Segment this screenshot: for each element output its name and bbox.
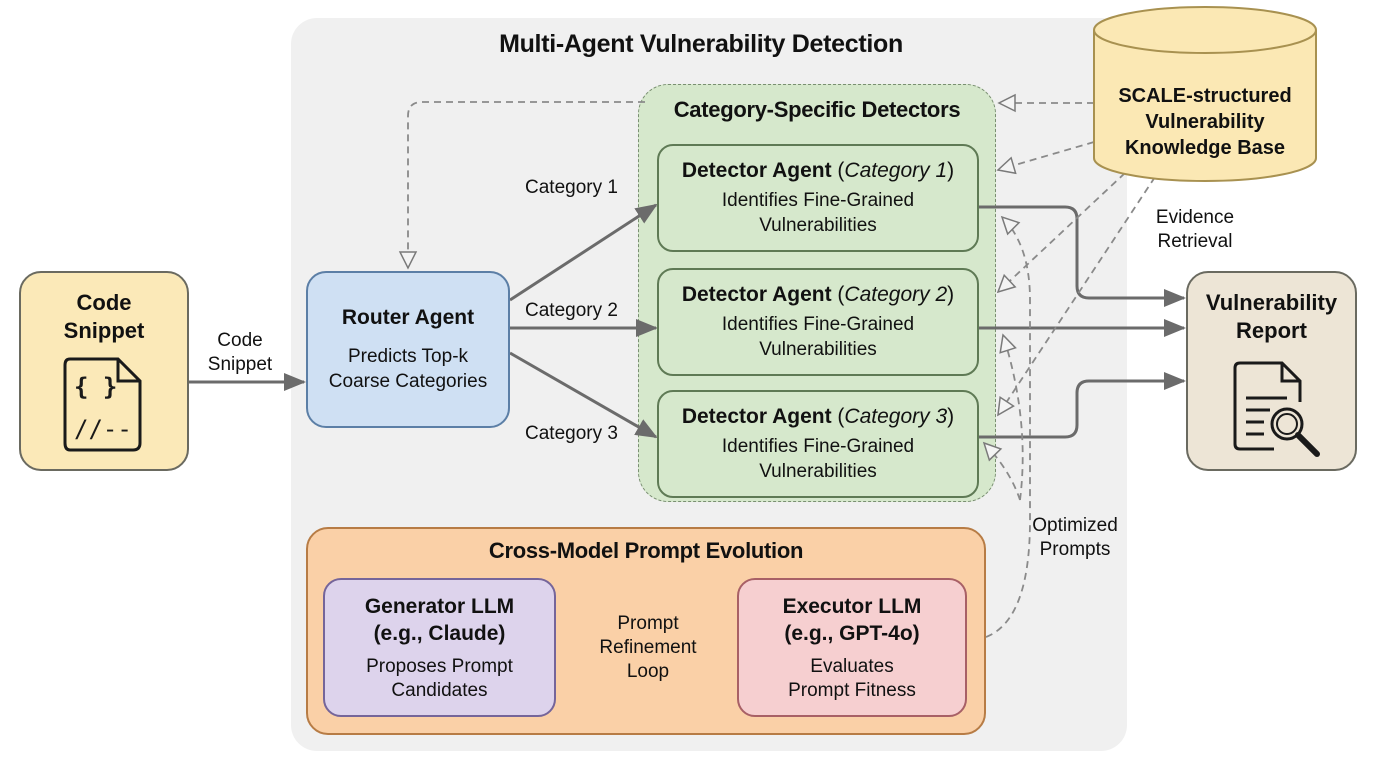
edge-router-to-detector-1 [509, 203, 658, 302]
prompt-evolution-title: Cross-Model Prompt Evolution [488, 538, 804, 563]
detector-2-desc-line-1: Identifies Fine-Grained [721, 314, 915, 335]
generator-title-1: Generator LLM [364, 594, 515, 618]
report-title-line-1: Vulnerability [1205, 290, 1338, 315]
router-agent-desc-1: Predicts Top-k [347, 345, 469, 367]
executor-desc-line-2: Prompt Fitness [788, 679, 916, 701]
diagram-title: Multi-Agent Vulnerability Detection [499, 30, 903, 58]
detector-agent-1: Detector Agent (Category 1) Identifies F… [657, 144, 979, 252]
edge-optimized-to-detector-2 [999, 333, 1024, 501]
code-file-icon: { } //-- [63, 357, 142, 452]
input-edge-label-line-1: Code [217, 330, 263, 351]
knowledge-base-cylinder [1093, 6, 1317, 182]
generator-llm-node: Generator LLM (e.g., Claude) Proposes Pr… [323, 578, 556, 717]
route-label-1: Category 1 [525, 177, 618, 198]
executor-title-2: (e.g., GPT-4o) [784, 621, 920, 645]
executor-llm-node: Executor LLM (e.g., GPT-4o) Evaluates Pr… [737, 578, 967, 717]
route-label-2: Category 2 [525, 300, 618, 321]
vulnerability-report-title: Vulnerability Report [1186, 289, 1357, 345]
detector-2-category: Category 2 [844, 283, 948, 306]
optimized-label-line-2: Prompts [1039, 539, 1111, 560]
executor-desc: Evaluates Prompt Fitness [788, 655, 916, 703]
detector-1-category: Category 1 [844, 159, 948, 182]
vulnerability-report-node [1186, 271, 1357, 471]
knowledge-base: SCALE-structured Vulnerability Knowledge… [1094, 80, 1316, 164]
edge-optimized-to-detector-3 [982, 441, 1021, 501]
detector-1-desc-line-2: Vulnerabilities [759, 215, 877, 236]
generator-title-2: (e.g., Claude) [373, 621, 506, 645]
detector-agent-2: Detector Agent (Category 2) Identifies F… [657, 268, 979, 376]
generator-desc: Proposes Prompt Candidates [366, 655, 513, 703]
code-snippet-node [19, 271, 189, 471]
input-edge-label: Code Snippet [195, 329, 285, 377]
kb-line-1: SCALE-structured [1118, 85, 1292, 107]
executor-title-1: Executor LLM [782, 594, 922, 618]
optimized-prompts-label: Optimized Prompts [1025, 514, 1125, 562]
edge-router-to-detector-3 [509, 351, 658, 439]
code-snippet-title: Code Snippet [19, 289, 189, 345]
kb-line-3: Knowledge Base [1124, 137, 1286, 159]
optimized-label-line-1: Optimized [1032, 515, 1118, 536]
detector-2-desc-line-2: Vulnerabilities [759, 339, 877, 360]
route-label-3: Category 3 [525, 423, 618, 444]
loop-label-line-2: Refinement [599, 637, 697, 658]
code-comment-text: //-- [74, 415, 132, 443]
evidence-label-line-1: Evidence [1155, 207, 1235, 228]
loop-label-line-1: Prompt [617, 613, 679, 634]
edge-detectors-to-router-feedback [398, 101, 645, 270]
code-braces-text: { } [74, 373, 117, 401]
router-agent-node: Router Agent Predicts Top-k Coarse Categ… [306, 271, 510, 428]
edge-kb-to-detector-2 [996, 172, 1126, 294]
detector-3-title: Detector Agent (Category 3) [681, 405, 955, 428]
edge-detector-1-to-report [979, 205, 1186, 307]
detector-2-title: Detector Agent (Category 2) [681, 283, 955, 306]
detector-3-desc-line-2: Vulnerabilities [759, 461, 877, 482]
executor-desc-line-1: Evaluates [810, 655, 894, 677]
evidence-retrieval-label: Evidence Retrieval [1140, 206, 1250, 254]
detector-1-desc-line-1: Identifies Fine-Grained [721, 190, 915, 211]
detector-1-name: Detector Agent [681, 159, 832, 182]
code-snippet-title-line-1: Code [76, 290, 132, 315]
loop-label-line-3: Loop [626, 661, 670, 682]
kb-line-2: Vulnerability [1145, 111, 1265, 133]
edge-detector-3-to-report [979, 372, 1186, 439]
detector-agent-3: Detector Agent (Category 3) Identifies F… [657, 390, 979, 498]
generator-desc-line-2: Candidates [391, 679, 488, 701]
code-snippet-title-line-2: Snippet [63, 318, 145, 343]
edge-optimized-to-detector-1 [985, 215, 1031, 638]
category-detectors-title: Category-Specific Detectors [673, 97, 961, 122]
generator-desc-line-1: Proposes Prompt [366, 655, 513, 677]
router-agent-desc-2: Coarse Categories [328, 370, 488, 392]
report-search-icon [1233, 361, 1320, 457]
detector-3-category: Category 3 [844, 405, 948, 428]
input-edge-label-line-2: Snippet [207, 354, 273, 375]
detector-1-title: Detector Agent (Category 1) [681, 159, 955, 182]
detector-3-name: Detector Agent [681, 405, 832, 428]
router-agent-title: Router Agent [341, 305, 475, 329]
edge-kb-to-detector-1 [996, 141, 1095, 175]
detector-2-name: Detector Agent [681, 283, 832, 306]
refinement-loop-label: Prompt Refinement Loop [580, 612, 716, 684]
evidence-label-line-2: Retrieval [1157, 231, 1233, 252]
detector-3-desc-line-1: Identifies Fine-Grained [721, 436, 915, 457]
report-title-line-2: Report [1236, 318, 1307, 343]
